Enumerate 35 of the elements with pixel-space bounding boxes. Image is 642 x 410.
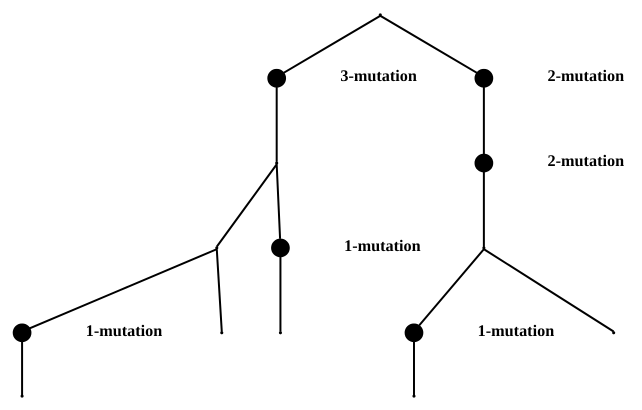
connector xyxy=(216,163,278,247)
connector xyxy=(279,256,282,331)
node-circle xyxy=(271,238,290,257)
node-point xyxy=(215,246,218,249)
node-circle xyxy=(404,322,424,342)
node-circle xyxy=(474,68,494,88)
connector xyxy=(21,341,24,395)
node-circle xyxy=(474,153,494,172)
connector xyxy=(418,248,485,326)
connector xyxy=(412,341,415,395)
node-label: 3-mutation xyxy=(340,66,417,85)
connector xyxy=(29,248,218,329)
node-point xyxy=(378,12,382,16)
node-label: 1-mutation xyxy=(344,236,421,254)
connector xyxy=(276,86,278,162)
node-label: 2-mutation xyxy=(548,152,624,170)
node-point xyxy=(482,246,486,249)
connector xyxy=(283,14,381,74)
connector xyxy=(216,248,223,332)
node-point xyxy=(278,330,282,334)
node-point xyxy=(220,330,224,334)
node-label: 2-mutation xyxy=(548,66,624,85)
node-point xyxy=(412,394,416,398)
connector xyxy=(482,86,485,154)
node-label: 1-mutation xyxy=(86,321,162,340)
node-point xyxy=(612,330,616,334)
node-circle xyxy=(12,322,32,342)
connector xyxy=(482,171,485,246)
node-point xyxy=(20,394,24,398)
node-point xyxy=(275,161,278,164)
node-label: 1-mutation xyxy=(478,321,554,340)
connector xyxy=(276,164,282,238)
node-circle xyxy=(267,68,286,88)
connector xyxy=(380,14,478,74)
connector xyxy=(483,248,614,332)
